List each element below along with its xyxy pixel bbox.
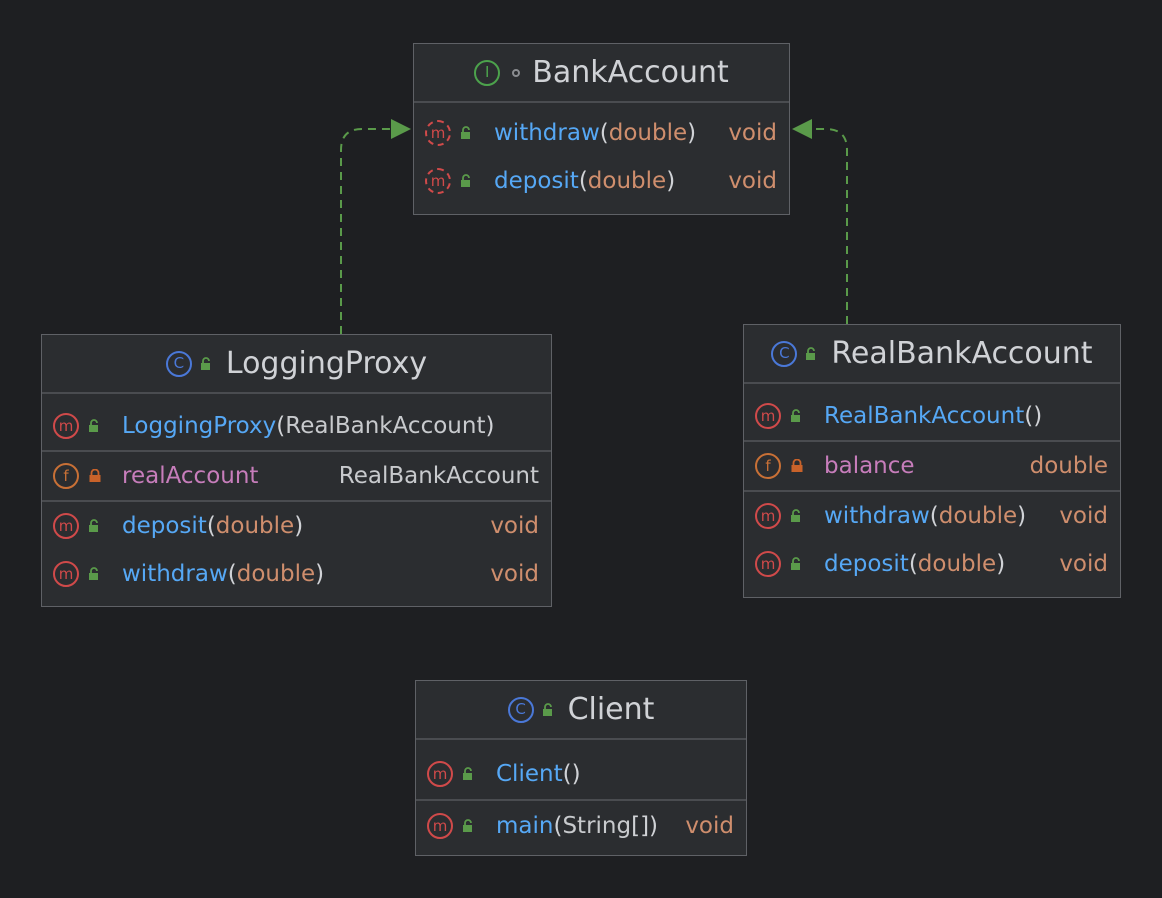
return-type: void <box>728 120 777 146</box>
real-bank-account-header: C RealBankAccount <box>744 325 1120 384</box>
method-icon: m <box>427 813 453 839</box>
public-lock-icon <box>88 419 102 433</box>
method-row[interactable]: m deposit(double) void <box>744 540 1120 588</box>
class-title: BankAccount <box>532 55 729 90</box>
arrowhead-right <box>792 119 812 139</box>
field-name: balance <box>824 453 915 479</box>
method-icon: m <box>53 413 79 439</box>
public-lock-icon <box>542 702 556 717</box>
private-lock-icon <box>790 459 804 473</box>
method-icon: m <box>53 513 79 539</box>
public-lock-icon <box>805 346 819 361</box>
method-icon: m <box>755 503 781 529</box>
public-lock-icon <box>88 519 102 533</box>
method-signature: deposit(double) <box>122 513 304 539</box>
public-lock-icon <box>790 509 804 523</box>
bank-account-header: I BankAccount <box>414 44 789 103</box>
method-row[interactable]: m withdraw(double) void <box>414 109 789 157</box>
return-type: void <box>728 168 777 194</box>
method-signature: withdraw(double) <box>824 503 1027 529</box>
method-row[interactable]: m main(String[]) void <box>416 799 746 851</box>
method-row[interactable]: m withdraw(double) void <box>42 550 551 598</box>
return-type: void <box>1059 503 1108 529</box>
private-lock-icon <box>88 469 102 483</box>
client-class[interactable]: C Client m Client() m main(String[]) voi… <box>415 680 747 856</box>
field-type: RealBankAccount <box>338 463 539 489</box>
class-title: LoggingProxy <box>225 346 428 381</box>
public-lock-icon <box>88 567 102 581</box>
method-row[interactable]: m deposit(double) void <box>414 157 789 205</box>
public-lock-icon <box>462 819 476 833</box>
abstract-method-icon: m <box>425 120 451 146</box>
logging-proxy-header: C LoggingProxy <box>42 335 551 394</box>
method-row[interactable]: m withdraw(double) void <box>744 490 1120 540</box>
arrowhead-left <box>391 119 411 139</box>
class-title: RealBankAccount <box>831 336 1093 371</box>
class-title: Client <box>567 692 655 727</box>
package-visibility-icon <box>512 68 521 77</box>
real-bank-account-implements-arrow <box>808 128 848 324</box>
bank-account-interface[interactable]: I BankAccount m withdraw(double) void m … <box>413 43 790 215</box>
field-name: realAccount <box>122 463 259 489</box>
class-icon: C <box>165 350 192 377</box>
interface-icon: I <box>474 59 501 86</box>
real-bank-account-class[interactable]: C RealBankAccount m RealBankAccount() f … <box>743 324 1121 598</box>
field-icon: f <box>53 463 79 489</box>
public-lock-icon <box>790 409 804 423</box>
public-lock-icon <box>460 174 474 188</box>
constructor-signature: LoggingProxy(RealBankAccount) <box>122 413 495 439</box>
field-row[interactable]: f realAccount RealBankAccount <box>42 450 551 500</box>
method-signature: withdraw(double) <box>494 120 697 146</box>
logging-proxy-implements-arrow <box>340 128 396 334</box>
method-icon: m <box>755 403 781 429</box>
constructor-row[interactable]: m RealBankAccount() <box>744 392 1120 440</box>
constructor-row[interactable]: m LoggingProxy(RealBankAccount) <box>42 402 551 450</box>
return-type: void <box>490 513 539 539</box>
public-lock-icon <box>462 767 476 781</box>
logging-proxy-class[interactable]: C LoggingProxy m LoggingProxy(RealBankAc… <box>41 334 552 607</box>
return-type: void <box>685 813 734 839</box>
constructor-signature: RealBankAccount() <box>824 403 1043 429</box>
method-signature: deposit(double) <box>824 551 1006 577</box>
field-row[interactable]: f balance double <box>744 440 1120 490</box>
return-type: void <box>1059 551 1108 577</box>
public-lock-icon <box>460 126 474 140</box>
class-icon: C <box>507 696 534 723</box>
constructor-signature: Client() <box>496 761 581 787</box>
method-signature: withdraw(double) <box>122 561 325 587</box>
public-lock-icon <box>200 356 214 371</box>
abstract-method-icon: m <box>425 168 451 194</box>
field-icon: f <box>755 453 781 479</box>
method-signature: main(String[]) <box>496 813 659 839</box>
method-icon: m <box>427 761 453 787</box>
method-icon: m <box>53 561 79 587</box>
method-row[interactable]: m deposit(double) void <box>42 500 551 550</box>
public-lock-icon <box>790 557 804 571</box>
method-icon: m <box>755 551 781 577</box>
field-type: double <box>1029 453 1108 479</box>
return-type: void <box>490 561 539 587</box>
client-header: C Client <box>416 681 746 740</box>
constructor-row[interactable]: m Client() <box>416 749 746 799</box>
method-signature: deposit(double) <box>494 168 676 194</box>
class-icon: C <box>771 340 798 367</box>
